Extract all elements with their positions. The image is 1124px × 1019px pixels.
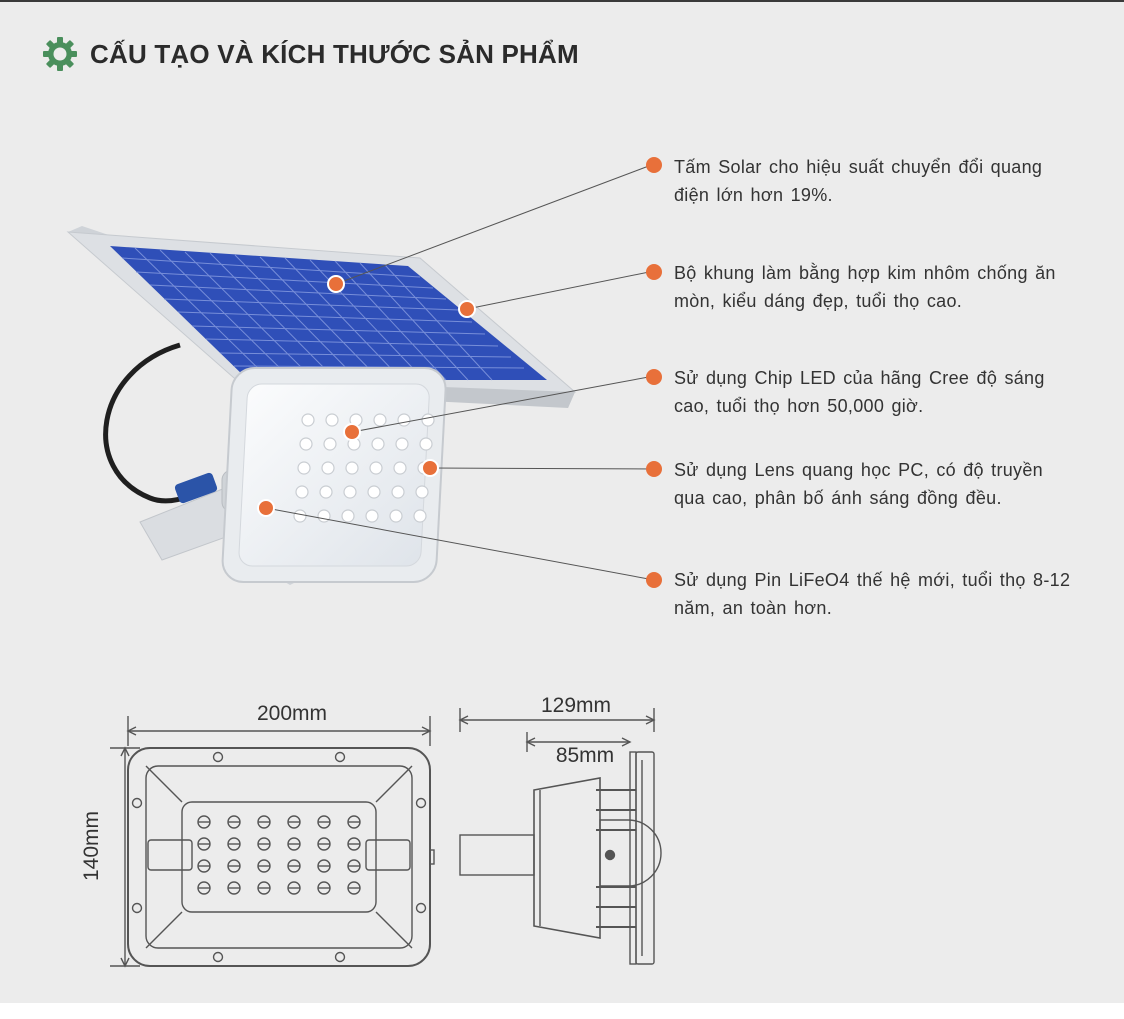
dimension-depth-total-label: 129mm — [541, 694, 611, 717]
led-dot — [319, 485, 333, 499]
led-dot — [367, 485, 381, 499]
led-dot — [415, 485, 429, 499]
page-title: CẤU TẠO VÀ KÍCH THƯỚC SẢN PHẨM — [90, 38, 579, 69]
led-dot — [373, 413, 387, 427]
led-dot — [293, 509, 307, 523]
section-header: CẤU TẠO VÀ KÍCH THƯỚC SẢN PHẨM — [42, 34, 579, 74]
led-dot — [345, 461, 359, 475]
cable — [103, 342, 211, 504]
marker-solar-panel — [327, 275, 345, 293]
flood-light — [221, 367, 447, 585]
marker-led-chip — [343, 423, 361, 441]
led-dot — [389, 509, 403, 523]
led-dot — [299, 437, 313, 451]
led-dot — [297, 461, 311, 475]
feature-led-chip: Sử dụng Chip LED của hãng Cree độ sáng c… — [674, 368, 1045, 416]
front-view-drawing — [110, 716, 435, 968]
led-dot — [323, 437, 337, 451]
led-dot — [371, 437, 385, 451]
led-dot — [397, 413, 411, 427]
led-dot — [421, 413, 435, 427]
led-dot — [325, 413, 339, 427]
led-dot — [321, 461, 335, 475]
marker-battery — [257, 499, 275, 517]
dimension-height-label: 140mm — [80, 811, 103, 881]
feature-bullets — [646, 157, 662, 588]
bottom-band — [0, 1003, 1124, 1019]
led-dot — [393, 461, 407, 475]
feature-solar-panel: Tấm Solar cho hiệu suất chuyển đổi quang… — [674, 157, 1043, 205]
led-dot — [317, 509, 331, 523]
marker-frame — [458, 300, 476, 318]
leader-lines — [265, 163, 655, 581]
marker-lens — [421, 459, 439, 477]
led-dot — [395, 437, 409, 451]
side-view-drawing — [458, 708, 662, 965]
dimension-depth-body-label: 85mm — [556, 744, 614, 767]
feature-battery: Sử dụng Pin LiFeO4 thế hệ mới, tuổi thọ … — [674, 570, 1071, 618]
gear-icon — [43, 37, 77, 71]
led-dot — [369, 461, 383, 475]
product-markers — [257, 275, 476, 517]
led-dot — [343, 485, 357, 499]
led-dot — [301, 413, 315, 427]
feature-frame: Bộ khung làm bằng hợp kim nhôm chống ăn … — [674, 263, 1056, 311]
top-border — [0, 0, 1124, 2]
solar-panel — [66, 226, 577, 408]
led-dot — [419, 437, 433, 451]
dimension-width-label: 200mm — [257, 702, 327, 725]
led-dot — [341, 509, 355, 523]
led-dot — [365, 509, 379, 523]
led-dot — [391, 485, 405, 499]
led-dot — [413, 509, 427, 523]
feature-lens: Sử dụng Lens quang học PC, có độ truyền … — [674, 460, 1043, 508]
led-dot — [295, 485, 309, 499]
